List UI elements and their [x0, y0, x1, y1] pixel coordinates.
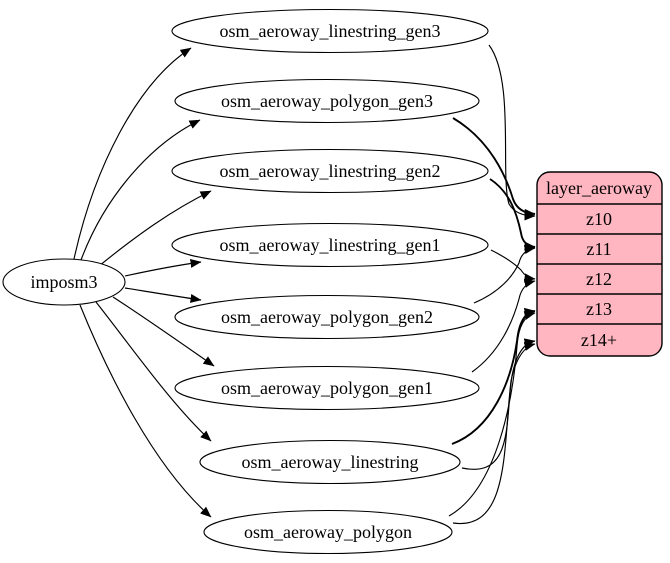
edge-imposm3-osm-aeroway-linestring-gen1 — [124, 258, 202, 277]
node-osm-aeroway-polygon-gen2: osm_aeroway_polygon_gen2 — [174, 294, 480, 340]
layer-row-z11: z11 — [586, 239, 611, 259]
node-osm-aeroway-polygon-gen1: osm_aeroway_polygon_gen1 — [174, 365, 480, 411]
table-label: osm_aeroway_polygon_gen2 — [221, 307, 433, 327]
node-osm-aeroway-polygon-gen3: osm_aeroway_polygon_gen3 — [174, 78, 480, 124]
node-osm-aeroway-linestring-gen3: osm_aeroway_linestring_gen3 — [171, 8, 489, 54]
table-label: osm_aeroway_linestring — [242, 452, 419, 472]
edge-osm-aeroway-polygon-z13 — [448, 311, 536, 517]
table-ellipse — [171, 222, 489, 268]
node-osm-aeroway-polygon: osm_aeroway_polygon — [203, 509, 453, 555]
edge-imposm3-osm-aeroway-linestring-gen2 — [98, 190, 212, 267]
node-layer-aeroway: layer_aeroway z10 z11 z12 z13 z14+ — [536, 171, 663, 357]
node-osm-aeroway-linestring: osm_aeroway_linestring — [199, 439, 461, 485]
edge-imposm3-osm-aeroway-polygon-gen3 — [80, 119, 201, 261]
layer-row-z14: z14+ — [581, 330, 617, 350]
table-ellipse — [199, 439, 461, 485]
edge-imposm3-osm-aeroway-polygon-gen1 — [112, 296, 215, 367]
table-label: osm_aeroway_polygon — [244, 522, 412, 542]
imposm3-label: imposm3 — [30, 272, 97, 292]
edge-osm-aeroway-linestring-gen3-z10 — [488, 44, 536, 221]
edge-imposm3-osm-aeroway-linestring — [95, 301, 212, 442]
table-label: osm_aeroway_linestring_gen3 — [220, 21, 441, 41]
edge-osm-aeroway-polygon-z14 — [452, 342, 536, 524]
node-imposm3: imposm3 — [2, 258, 126, 306]
table-ellipse — [174, 365, 480, 411]
edges-from-source — [73, 47, 215, 518]
table-ellipse — [171, 148, 489, 194]
layer-row-z12: z12 — [586, 269, 612, 289]
imposm3-ellipse — [2, 258, 126, 306]
layer-row-z13: z13 — [586, 299, 612, 319]
edge-osm-aeroway-linestring-gen1-z12 — [490, 249, 536, 283]
table-ellipse — [171, 8, 489, 54]
edges-to-layer — [448, 44, 536, 524]
edge-imposm3-osm-aeroway-polygon — [79, 304, 212, 518]
node-osm-aeroway-linestring-gen2: osm_aeroway_linestring_gen2 — [171, 148, 489, 194]
table-label: osm_aeroway_polygon_gen1 — [221, 378, 433, 398]
table-ellipse — [174, 78, 480, 124]
edge-imposm3-osm-aeroway-polygon-gen2 — [124, 287, 202, 303]
layer-aeroway-header: layer_aeroway — [546, 178, 652, 198]
table-ellipse — [174, 294, 480, 340]
edge-osm-aeroway-polygon-gen1-z12 — [471, 278, 536, 373]
table-ellipse — [203, 509, 453, 555]
edge-osm-aeroway-linestring-z14 — [461, 338, 536, 470]
node-osm-aeroway-linestring-gen1: osm_aeroway_linestring_gen1 — [171, 222, 489, 268]
edge-osm-aeroway-polygon-gen3-z10 — [452, 117, 536, 218]
table-label: osm_aeroway_linestring_gen2 — [220, 161, 441, 181]
edge-osm-aeroway-linestring-z13 — [451, 307, 536, 445]
edge-osm-aeroway-polygon-gen2-z11 — [473, 245, 536, 304]
table-label: osm_aeroway_polygon_gen3 — [221, 91, 433, 111]
table-label: osm_aeroway_linestring_gen1 — [220, 235, 441, 255]
edge-imposm3-osm-aeroway-linestring-gen3 — [73, 47, 192, 260]
layer-row-z10: z10 — [586, 209, 612, 229]
